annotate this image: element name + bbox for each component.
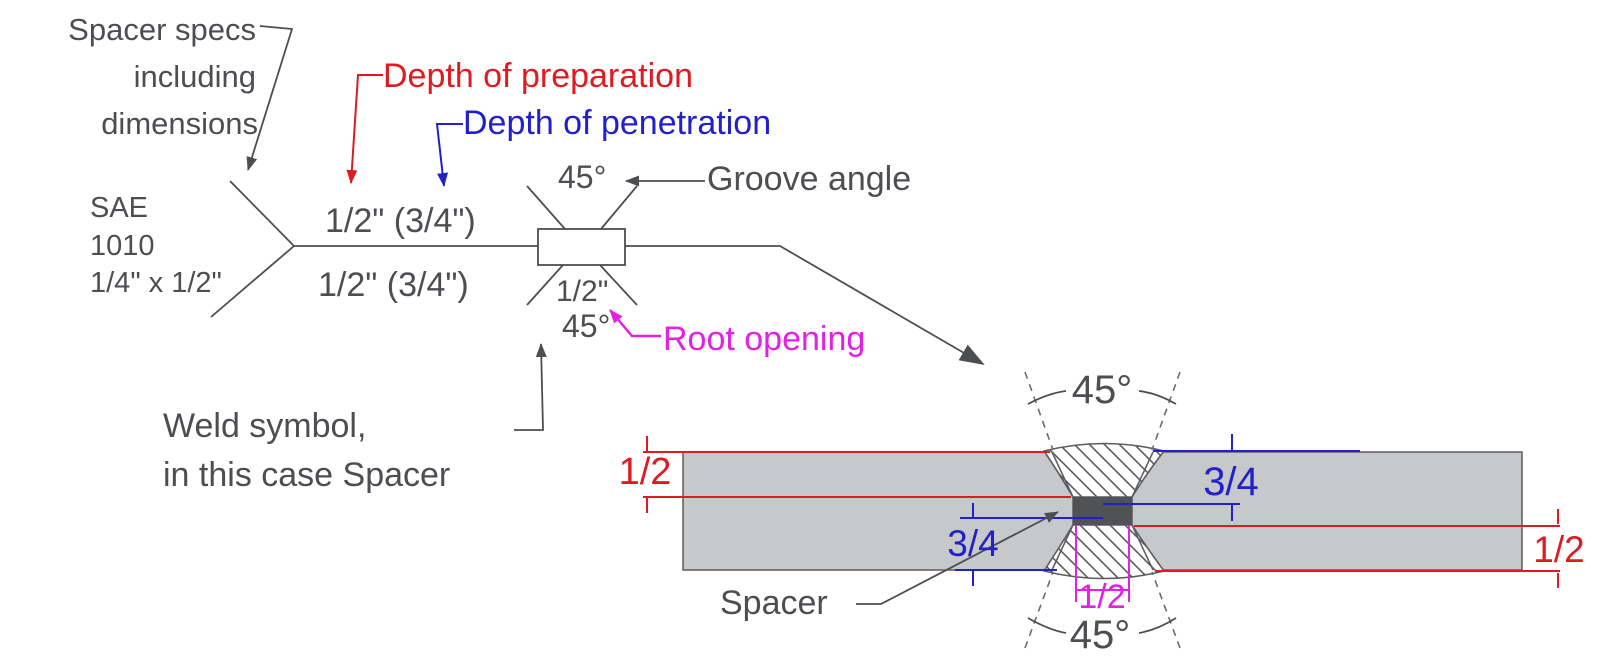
weld-metal: [1042, 442, 1166, 580]
red-dimension-lines: [643, 436, 1560, 588]
spacer-specs-note: Spacer specs including dimensions: [68, 12, 294, 171]
depth-of-preparation-label: Depth of preparation: [383, 57, 693, 95]
weld-note-arrow: [514, 343, 547, 431]
depth-of-penetration-arrow: [435, 123, 463, 187]
root-opening-arrow: [609, 309, 661, 338]
spacer-bar: [1073, 497, 1132, 525]
spacer-specs-leader-arrow: [246, 25, 294, 171]
material-spec: SAE 1010 1/4" x 1/2": [90, 192, 222, 299]
arc-bottom-left: [1027, 617, 1067, 634]
dim-root-opening: 1/2: [1078, 578, 1125, 616]
magenta-dimension-lines: [1075, 525, 1130, 602]
depth-of-penetration-label: Depth of penetration: [463, 104, 771, 142]
spacer-specs-line2: including: [134, 59, 256, 94]
blue-dimension-lines: [955, 434, 1360, 586]
dim-pen-top-right: 3/4: [1203, 460, 1259, 504]
arc-top-left: [1027, 390, 1067, 405]
spacer-label: Spacer: [720, 584, 828, 622]
root-gap-value: 1/2": [556, 275, 608, 308]
weld-note-line2: in this case Spacer: [163, 456, 450, 494]
material-line1: SAE: [90, 192, 148, 224]
dim-pen-bottom-left: 3/4: [947, 523, 998, 564]
upper-vee-right: [600, 185, 638, 230]
depth-of-preparation-callout: Depth of preparation: [346, 57, 693, 184]
arc-bottom-right: [1138, 617, 1177, 634]
spacer-specs-line3: dimensions: [101, 106, 258, 141]
material-line2: 1010: [90, 230, 155, 262]
depth-of-preparation-arrow: [346, 74, 383, 184]
material-line3: 1/4" x 1/2": [90, 267, 222, 299]
groove-angle-construction-lines: [1024, 371, 1181, 649]
angle-dimension-arcs: [1027, 390, 1177, 634]
dashed-bottom-left: [1024, 571, 1054, 649]
groove-angle-label: Groove angle: [707, 160, 911, 198]
groove-angle-callout: Groove angle: [625, 160, 911, 198]
weld-symbol-note: Weld symbol, in this case Spacer: [163, 343, 547, 494]
upper-vee-left: [526, 185, 566, 230]
root-opening-callout: Root opening: [609, 309, 865, 358]
root-opening-label: Root opening: [663, 320, 865, 358]
right-plate: [1131, 451, 1523, 571]
dashed-bottom-right: [1151, 571, 1181, 649]
weld-symbol-values: 1/2" (3/4") 1/2" (3/4") 45° 1/2" 45°: [318, 159, 610, 344]
bevel-edges: [1051, 451, 1154, 571]
cs-angle-bottom: 45°: [1070, 613, 1131, 657]
arc-top-right: [1138, 390, 1177, 405]
lower-vee-left: [526, 264, 564, 306]
spacer-symbol-rectangle: [537, 228, 626, 266]
upper-spec-value: 1/2" (3/4"): [325, 202, 476, 240]
upper-groove-angle-value: 45°: [558, 159, 606, 195]
dashed-top-left: [1024, 371, 1054, 451]
lower-groove-angle-value: 45°: [562, 308, 610, 344]
tail-upper-line: [229, 180, 295, 247]
lower-vee-right: [599, 264, 638, 306]
lower-spec-value: 1/2" (3/4"): [318, 266, 469, 304]
dashed-top-right: [1151, 371, 1181, 451]
reference-line-and-leader-arrow: [625, 245, 985, 366]
weld-note-line1: Weld symbol,: [163, 407, 366, 445]
cross-section-dimensions: 45° 45° 1/2 3/4 3/4 1/2 1/2: [619, 368, 1585, 657]
dim-prep-left: 1/2: [619, 451, 672, 493]
cs-angle-top: 45°: [1072, 368, 1133, 412]
dim-prep-right: 1/2: [1533, 529, 1584, 570]
spacer-callout: Spacer: [720, 511, 1059, 622]
bottom-weld-hatch: [1042, 524, 1166, 580]
top-weld-hatch: [1042, 442, 1166, 498]
left-plate: [682, 451, 1074, 571]
weld-symbol-lines: [210, 180, 985, 366]
spacer-arrow: [856, 511, 1059, 605]
depth-of-penetration-callout: Depth of penetration: [435, 104, 771, 187]
spacer-specs-line1: Spacer specs: [68, 12, 256, 47]
tail-lower-line: [210, 245, 295, 318]
